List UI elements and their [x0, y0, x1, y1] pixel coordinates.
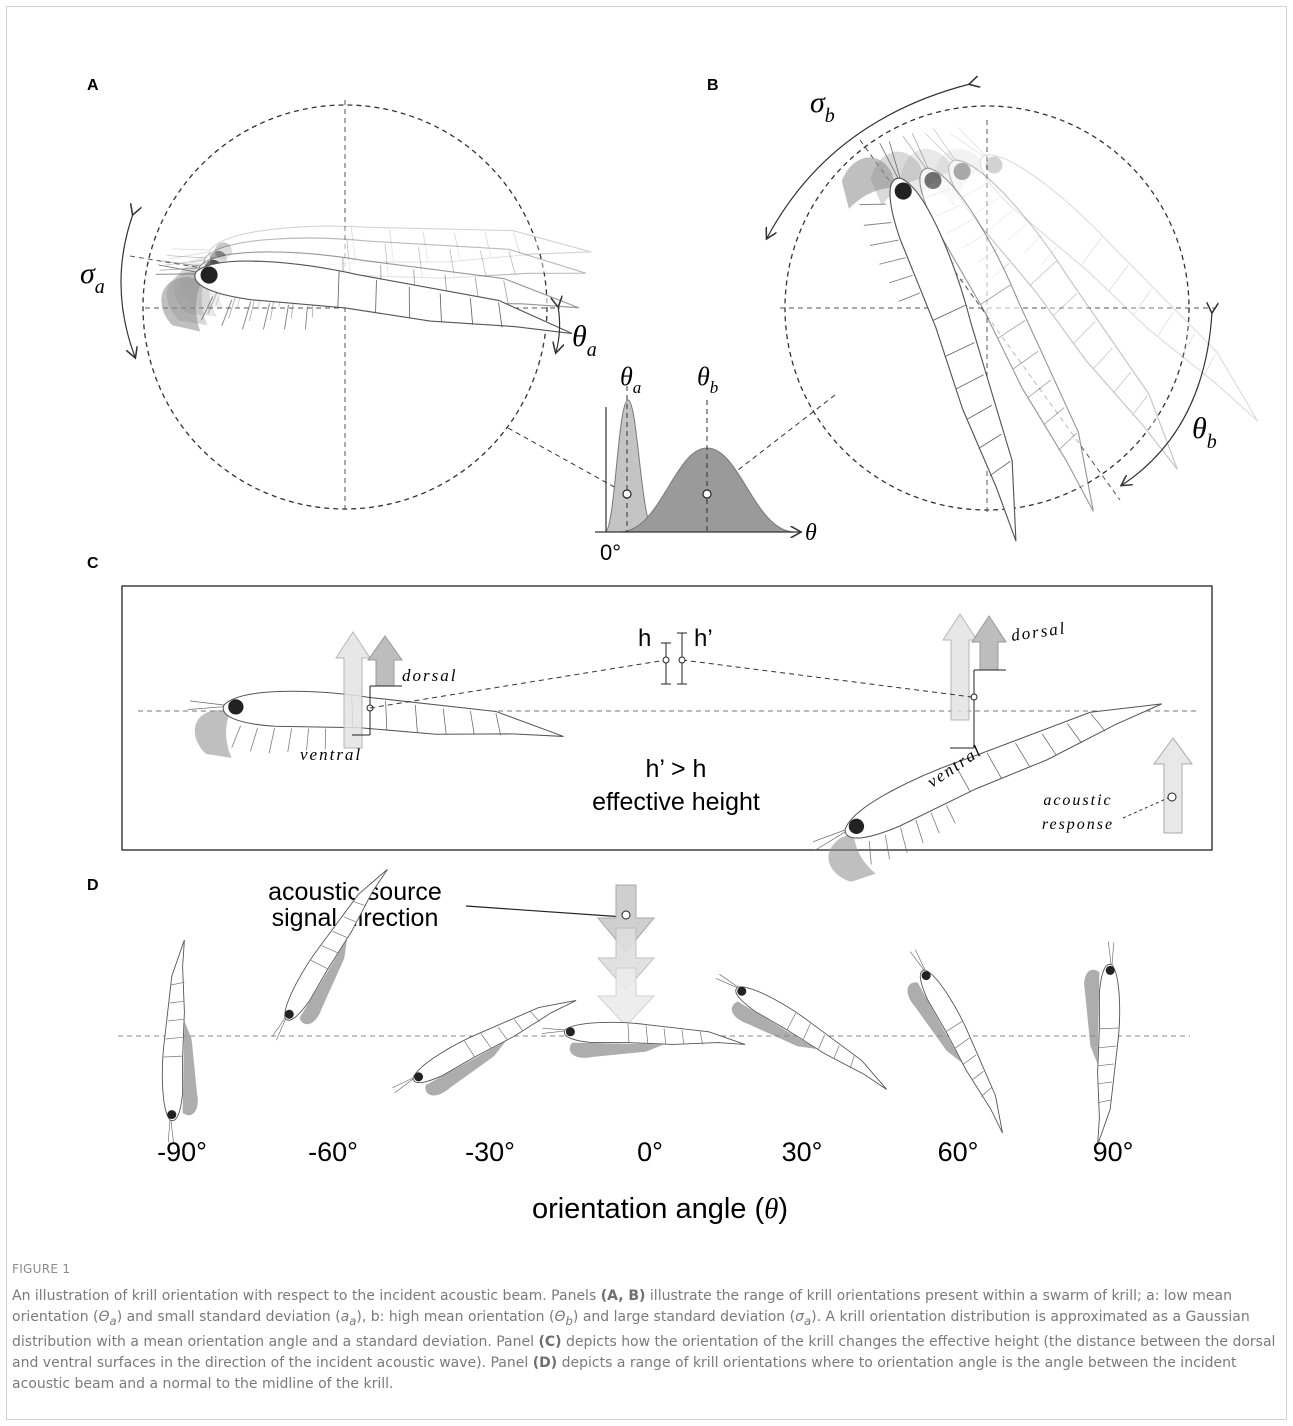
caption-text: An illustration of krill orientation wit…: [12, 1286, 1277, 1395]
angle-label: -90°: [157, 1137, 207, 1167]
panel-c-label: C: [87, 555, 99, 572]
theta-b-symbol: θb: [1192, 412, 1217, 453]
orientation-angle-labels: -90° -60° -30° 0° 30° 60° 90°: [157, 1137, 1133, 1167]
label-dorsal-right: dorsal: [1010, 618, 1068, 645]
krill-0: [542, 1022, 745, 1057]
distribution-zero-label: 0°: [600, 540, 621, 565]
krill-horizontal: [187, 689, 564, 763]
angle-label: 0°: [637, 1137, 663, 1167]
orientation-distribution: [508, 386, 835, 532]
label-response: response: [1042, 816, 1114, 833]
krill-90: [1084, 942, 1119, 1145]
source-pointer: [466, 906, 624, 917]
krill-minus-90: [162, 940, 197, 1143]
orientation-axis-title: orientation angle (θ): [532, 1193, 788, 1225]
panel-b-label: B: [707, 77, 719, 94]
panel-d-label: D: [87, 877, 99, 894]
figure-label: FIGURE 1: [12, 1262, 1277, 1276]
krill-swarm-b: [830, 117, 1286, 553]
acoustic-response-arrow: [1123, 738, 1192, 833]
figure-caption: FIGURE 1 An illustration of krill orient…: [12, 1262, 1277, 1395]
panel-a-label: A: [87, 77, 99, 94]
figure-illustration: A σa θa B σb θb: [0, 0, 1293, 1260]
effective-height-arrows-right: [943, 614, 1006, 748]
sigma-b-symbol: σb: [810, 86, 835, 127]
krill-30: [704, 969, 898, 1101]
label-dorsal-left: dorsal: [402, 666, 457, 685]
label-acoustic: acoustic: [1043, 792, 1112, 809]
krill-swarm-a: [151, 207, 593, 364]
label-effective-height: effective height: [592, 788, 760, 816]
angle-label: 90°: [1093, 1137, 1134, 1167]
angle-label: -30°: [465, 1137, 515, 1167]
label-relation: h’ > h: [646, 755, 707, 783]
label-ventral-left: ventral: [300, 745, 362, 764]
angle-label: 30°: [782, 1137, 823, 1167]
sigma-a-symbol: σa: [80, 257, 105, 298]
label-h-prime: h’: [694, 625, 713, 652]
angle-label: 60°: [938, 1137, 979, 1167]
theta-a-symbol: θa: [572, 320, 597, 361]
distribution-peak-b: θb: [697, 362, 718, 397]
angle-label: -60°: [308, 1137, 358, 1167]
height-comparison-bars: [370, 633, 972, 708]
acoustic-source-arrows: [598, 885, 654, 1026]
krill-minus-30: [389, 981, 583, 1113]
krill-tilted: [806, 668, 1173, 893]
sigma-a-arc: [121, 214, 135, 357]
krill-60: [889, 946, 1021, 1140]
distribution-theta-axis: θ: [805, 520, 817, 546]
label-h: h: [638, 625, 651, 652]
distribution-peak-a: θa: [620, 362, 641, 397]
